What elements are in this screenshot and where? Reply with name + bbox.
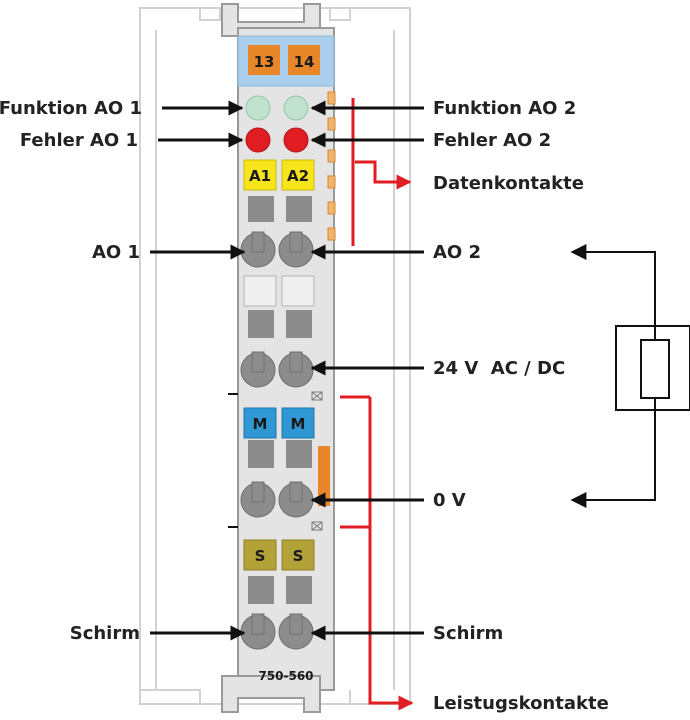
label-s2	[281, 539, 315, 571]
clamp-terminal-shield-1	[240, 613, 276, 650]
led-fehler-ao1	[245, 127, 271, 153]
label-s2-text: S	[293, 547, 304, 565]
label-ao2: AO 2	[433, 242, 481, 263]
terminal-13-label: 13	[254, 53, 275, 71]
empty-label-slot	[243, 275, 277, 307]
label-s1-text: S	[255, 547, 266, 565]
release-button	[248, 576, 274, 604]
external-load-circuit	[570, 244, 690, 508]
clamp-terminal-0v-1	[240, 481, 276, 518]
clamp-terminal-0v-2	[278, 481, 314, 518]
data-contacts	[327, 91, 336, 241]
power-contact-symbol	[311, 391, 323, 401]
clamp-terminal-supply-2	[278, 351, 314, 388]
label-a2	[281, 159, 315, 191]
clamp-terminal-ao2	[278, 231, 314, 268]
release-button	[248, 310, 274, 338]
label-fehler-ao1: Fehler AO 1	[20, 130, 138, 151]
label-fehler-ao2: Fehler AO 2	[433, 130, 551, 151]
part-number: 750-560	[258, 669, 313, 683]
led-funktion-ao1	[245, 95, 271, 121]
release-button	[286, 196, 312, 222]
label-0v: 0 V	[433, 490, 466, 511]
label-ao1: AO 1	[92, 242, 140, 263]
clamp-terminal-supply-1	[240, 351, 276, 388]
label-funktion-ao1: Funktion AO 1	[0, 98, 142, 119]
power-contacts-bracket	[340, 395, 414, 711]
label-m1	[243, 407, 277, 439]
label-leistungskontakte: Leistugskontakte	[433, 693, 609, 714]
empty-label-slot	[281, 275, 315, 307]
label-s1	[243, 539, 277, 571]
terminal-module: 13 14 A1 A2 M M	[221, 3, 336, 713]
led-fehler-ao2	[283, 127, 309, 153]
clamp-terminal-ao1	[240, 231, 276, 268]
label-funktion-ao2: Funktion AO 2	[433, 98, 576, 119]
release-button	[248, 440, 274, 468]
release-button	[286, 440, 312, 468]
label-supply: 24 V AC / DC	[433, 358, 565, 379]
load-resistor-symbol	[640, 339, 670, 399]
data-contacts-bracket	[351, 98, 412, 246]
label-datenkontakte: Datenkontakte	[433, 173, 584, 194]
release-button	[286, 310, 312, 338]
label-a1	[243, 159, 277, 191]
label-a1-text: A1	[249, 167, 271, 185]
power-jumper-contact	[318, 446, 330, 506]
label-m1-text: M	[253, 415, 268, 433]
release-button	[286, 576, 312, 604]
terminal-14-tab	[288, 45, 320, 75]
led-funktion-ao2	[283, 95, 309, 121]
power-contact-symbol	[311, 521, 323, 531]
release-button	[248, 196, 274, 222]
label-schirm-left: Schirm	[70, 623, 140, 644]
terminal-13-tab	[248, 45, 280, 75]
clamp-terminal-shield-2	[278, 613, 314, 650]
terminal-14-label: 14	[294, 53, 315, 71]
label-schirm-right: Schirm	[433, 623, 503, 644]
label-m2	[281, 407, 315, 439]
label-a2-text: A2	[287, 167, 309, 185]
label-m2-text: M	[291, 415, 306, 433]
